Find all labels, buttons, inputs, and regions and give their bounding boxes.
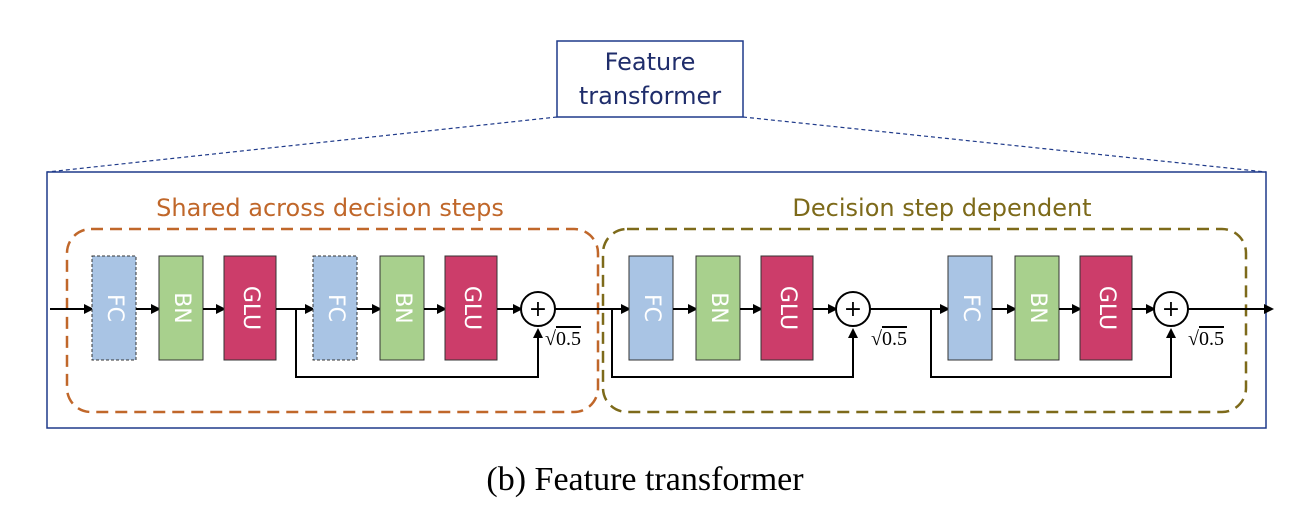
dependent-group-label: Decision step dependent [792, 194, 1091, 222]
zoom-line-right [742, 116, 1267, 173]
bn-block-4-label: BN [1025, 292, 1050, 324]
glu-block-3 [760, 255, 814, 361]
bn-block-3 [695, 255, 741, 361]
glu-block-2-label: GLU [459, 286, 484, 330]
plus-icon: + [529, 297, 547, 322]
fc-block-3 [628, 255, 674, 361]
bn-block-2 [379, 255, 425, 361]
title-box [556, 40, 744, 118]
glu-block-3-label: GLU [775, 286, 800, 330]
plus-icon: + [844, 297, 862, 322]
scale-label-1: √0.5 [545, 328, 581, 350]
skip-connection-2 [611, 309, 858, 378]
fc-block-4-label: FC [958, 294, 983, 322]
title-line-2: transformer [579, 82, 721, 110]
fc-block-1-label: FC [102, 294, 127, 322]
radical-sign: √ [545, 328, 556, 350]
glu-block-2 [444, 255, 498, 361]
dependent-group-box [601, 227, 1248, 414]
glu-block-1-label: GLU [238, 286, 263, 330]
bn-block-1-label: BN [169, 292, 194, 324]
glu-block-4-label: GLU [1094, 286, 1119, 330]
figure-caption: (b) Feature transformer [486, 461, 804, 498]
scale-value: 0.5 [1199, 328, 1224, 350]
scale-label-2: √0.5 [871, 328, 907, 350]
scale-value: 0.5 [556, 328, 581, 350]
glu-block-4 [1079, 255, 1133, 361]
radical-sign: √ [1188, 328, 1199, 350]
skip-connection-3 [930, 309, 1176, 378]
zoom-line-left [46, 116, 558, 173]
fc-block-2 [312, 255, 358, 361]
radical-sign: √ [871, 328, 882, 350]
fc-block-3-label: FC [639, 294, 664, 322]
title-line-1: Feature [605, 48, 696, 76]
plus-icon: + [1162, 297, 1180, 322]
bn-block-4 [1014, 255, 1060, 361]
bn-block-2-label: BN [390, 292, 415, 324]
bn-block-3-label: BN [706, 292, 731, 324]
scale-value: 0.5 [882, 328, 907, 350]
shared-group-label: Shared across decision steps [156, 194, 504, 222]
scale-label-3: √0.5 [1188, 328, 1224, 350]
fc-block-2-label: FC [323, 294, 348, 322]
outer-frame [46, 171, 1267, 429]
shared-group-box [65, 227, 600, 414]
fc-block-4 [947, 255, 993, 361]
skip-connection-1 [295, 309, 543, 378]
